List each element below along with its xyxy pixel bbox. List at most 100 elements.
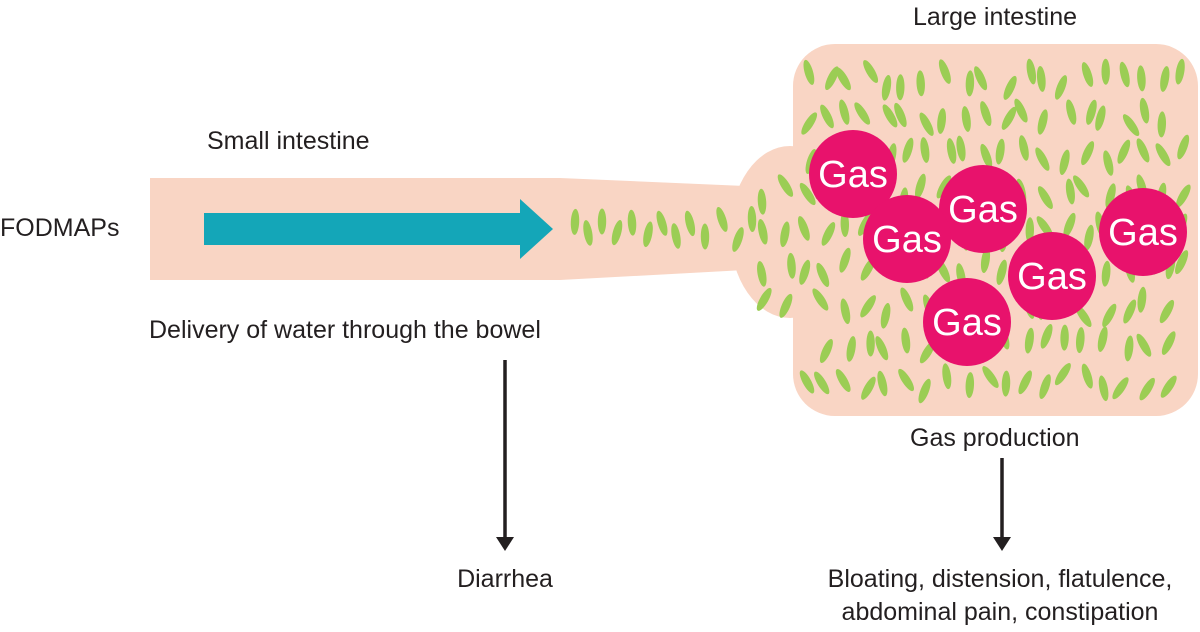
gas-bubble-label: Gas [948, 189, 1018, 231]
bacterium [812, 288, 829, 311]
bacterium [875, 336, 889, 361]
bacterium [1160, 66, 1170, 92]
bacterium [1040, 323, 1053, 349]
gas-bubble: Gas [939, 165, 1027, 253]
bacterium [1102, 303, 1117, 328]
bacterium [915, 173, 926, 199]
bacterium [946, 138, 957, 164]
bacterium [1036, 65, 1046, 92]
bacterium [1175, 250, 1189, 275]
bacterium [756, 287, 772, 311]
bacterium [938, 59, 951, 84]
bacterium [819, 339, 833, 363]
bacterium [901, 327, 911, 354]
bacterium [996, 259, 1007, 285]
bacterium [732, 227, 744, 252]
bacterium [936, 175, 952, 199]
bacterium [1081, 62, 1094, 87]
bacterium [942, 363, 952, 390]
bacterium [779, 293, 793, 318]
bacterium [882, 104, 898, 128]
bacterium [1123, 299, 1137, 324]
gas-bubble-circle [939, 165, 1027, 253]
fodmap-flow-arrow [204, 199, 553, 259]
bacterium [965, 70, 975, 97]
bacterium [820, 104, 834, 129]
bacterium [797, 216, 810, 241]
bacterium [1175, 184, 1191, 208]
bacterium [902, 137, 914, 163]
bacterium [1105, 183, 1116, 209]
bacterium [995, 138, 1005, 165]
bacterium [777, 174, 794, 197]
gas-bubble-label: Gas [932, 302, 1002, 344]
bacterium [980, 143, 993, 169]
diarrhea-arrow [496, 360, 514, 551]
bacterium [816, 262, 830, 287]
gas-production-label: Gas production [910, 424, 1080, 452]
bacterium [1155, 143, 1171, 167]
gas-bubble: Gas [923, 278, 1011, 366]
bacterium [700, 223, 710, 250]
bacterium [1136, 333, 1152, 357]
bacterium [1175, 58, 1185, 85]
gas-bubble-circle [923, 278, 1011, 366]
gas-bubble: Gas [809, 130, 897, 218]
bacterium [1098, 375, 1109, 402]
bacterium [671, 223, 681, 249]
bacterium [799, 370, 815, 394]
bacterium [787, 252, 796, 279]
bacterium [1001, 370, 1011, 397]
large-intestine-label: Large intestine [913, 3, 1078, 31]
bacterium [840, 298, 851, 325]
bacterium [1075, 304, 1092, 328]
bacterium [1177, 134, 1190, 160]
bacterium [854, 102, 871, 125]
bacterium [980, 101, 992, 127]
bacterium [583, 220, 593, 246]
bacterium [1025, 217, 1035, 244]
bacterium [1054, 363, 1071, 386]
bacterium [1066, 99, 1077, 125]
bacterium [982, 366, 999, 388]
bacterium [803, 59, 815, 85]
gas-bubble-circle [809, 130, 897, 218]
bacterium [1037, 186, 1053, 210]
bacterium [597, 208, 607, 235]
bacterium [1157, 111, 1167, 138]
bacterium [1059, 149, 1070, 175]
gas-bubble-circle [1008, 232, 1096, 320]
bacterium [900, 287, 914, 312]
gas-bubble: Gas [863, 195, 951, 283]
symptoms-label-line2: abdominal pain, constipation [841, 598, 1159, 626]
bacterium [1026, 58, 1037, 85]
bacterium [1119, 61, 1130, 88]
bacterium [835, 369, 851, 392]
bacterium [1137, 65, 1146, 92]
bacterium [877, 370, 888, 397]
bacterium [1117, 139, 1131, 164]
bacterium [643, 221, 653, 248]
bacterium [920, 137, 930, 163]
bacterium [965, 372, 975, 399]
gas-bubble-circle [1099, 188, 1187, 276]
bacterium [821, 222, 836, 246]
bacterium [894, 102, 907, 128]
bacterium [1137, 286, 1147, 313]
bacterium [1035, 147, 1050, 171]
bacterium [880, 303, 891, 329]
bacterium [1003, 75, 1017, 100]
bacterium [861, 376, 876, 400]
bacterium [1039, 374, 1051, 399]
bacterium [1159, 299, 1175, 324]
bacterium [1075, 327, 1085, 354]
bacterium [814, 371, 830, 395]
bacterium [860, 295, 876, 318]
bacterium [1084, 224, 1094, 251]
bacterium [825, 66, 839, 91]
bacterium [801, 112, 818, 135]
gas-bubble: Gas [1008, 232, 1096, 320]
bacterium [1161, 331, 1176, 355]
bacterium [1124, 335, 1134, 362]
